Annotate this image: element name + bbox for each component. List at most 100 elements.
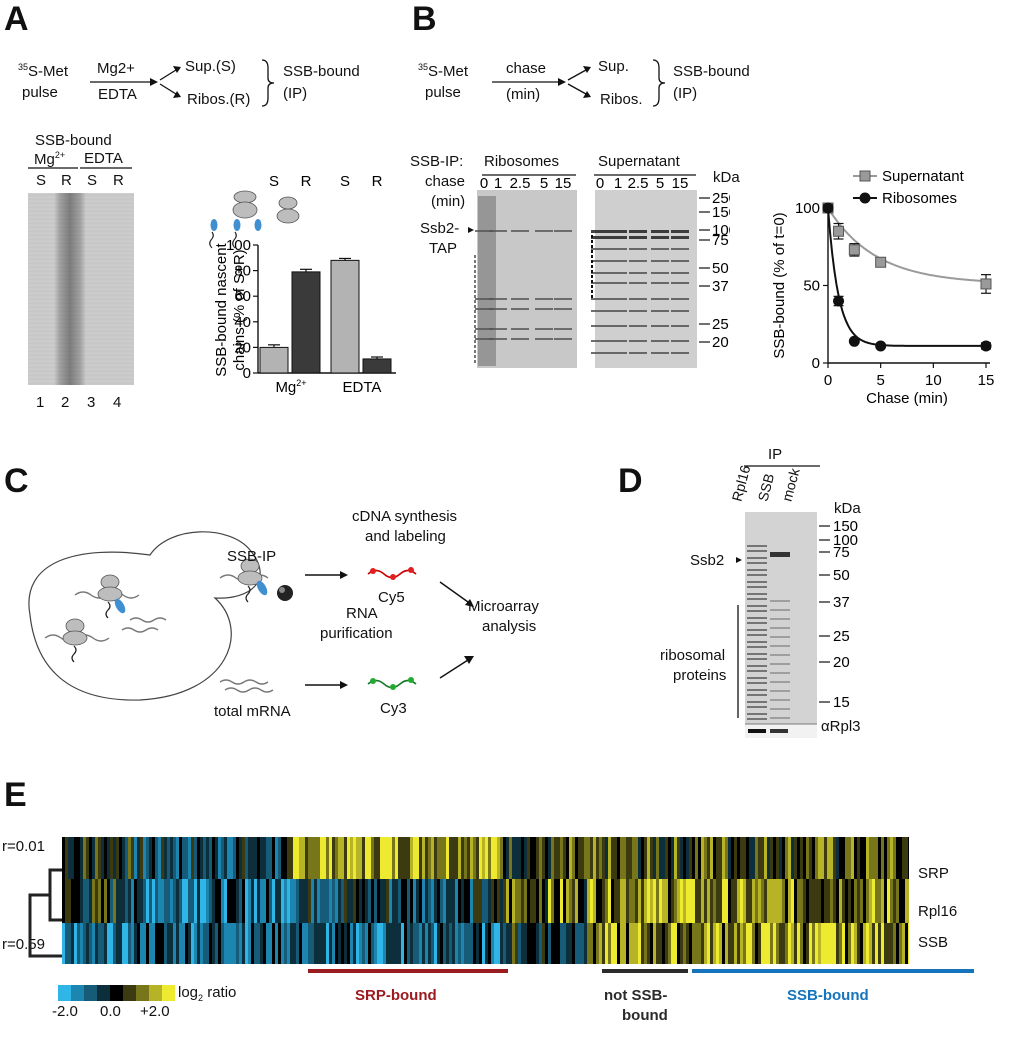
heatmap-cell xyxy=(191,923,194,964)
heatmap-cell xyxy=(527,837,530,879)
heatmap-cell xyxy=(626,879,629,923)
heatmap-cell xyxy=(572,923,575,964)
heatmap-cell xyxy=(833,923,836,964)
heatmap-cell xyxy=(839,837,842,879)
heatmap-cell xyxy=(98,923,101,964)
heatmap-cell xyxy=(842,837,845,879)
heatmap-cell xyxy=(116,837,119,879)
heatmap-cell xyxy=(251,923,254,964)
ribosomal-label-1: ribosomal xyxy=(660,647,726,664)
heatmap-cell xyxy=(311,837,314,879)
heatmap-cell xyxy=(146,923,149,964)
heatmap-cell xyxy=(464,879,467,923)
heatmap-cell xyxy=(488,837,491,879)
heatmap-cell xyxy=(746,879,749,923)
gel-d-band xyxy=(770,699,790,701)
heatmap-cell xyxy=(398,837,401,879)
heatmap-cell xyxy=(896,879,899,923)
heatmap-cell xyxy=(266,837,269,879)
heatmap-cell xyxy=(857,879,860,923)
cy5-label: Cy5 xyxy=(378,589,405,606)
heatmap-cell xyxy=(338,923,341,964)
heatmap-cell xyxy=(764,923,767,964)
heatmap-cell xyxy=(293,837,296,879)
gel-a-lines xyxy=(28,167,132,169)
heatmap-cell xyxy=(836,837,839,879)
heatmap-cell xyxy=(353,879,356,923)
heatmap-cell xyxy=(230,837,233,879)
chart-b-point-ribosomes xyxy=(848,335,860,347)
heatmap-cell xyxy=(110,837,113,879)
gel-b-mw-label: 37 xyxy=(712,278,729,295)
heatmap-cell xyxy=(674,879,677,923)
heatmap-cell xyxy=(548,923,551,964)
gel-b-band xyxy=(489,338,507,340)
heatmap-cell xyxy=(611,923,614,964)
heatmap-cell xyxy=(119,879,122,923)
heatmap-cell xyxy=(848,923,851,964)
ssb-bound-group-label: SSB-bound xyxy=(787,987,869,1004)
heatmap-cell xyxy=(458,879,461,923)
heatmap-cell xyxy=(494,837,497,879)
heatmap-cell xyxy=(284,923,287,964)
heatmap-cell xyxy=(131,879,134,923)
heatmap-cell xyxy=(452,879,455,923)
heatmap-cell xyxy=(389,923,392,964)
heatmap-cell xyxy=(440,837,443,879)
gel-b-ribo-lane-label: 2.5 xyxy=(510,175,531,192)
heatmap-cell xyxy=(698,879,701,923)
heatmap-cell xyxy=(854,879,857,923)
heatmap-cell xyxy=(845,837,848,879)
gel-a-num-3: 3 xyxy=(87,394,96,411)
heatmap-cell xyxy=(719,923,722,964)
heatmap-cell xyxy=(86,879,89,923)
heatmap-cell xyxy=(401,837,404,879)
heatmap-cell xyxy=(782,923,785,964)
heatmap-cell xyxy=(332,923,335,964)
gel-d-band xyxy=(747,706,767,708)
gel-b-band xyxy=(671,236,689,239)
color-scale xyxy=(58,985,175,1001)
gel-b-dash xyxy=(591,260,593,263)
gel-b-band xyxy=(511,298,529,300)
chart-b-legend-label: Supernatant xyxy=(882,168,965,185)
heatmap-cell xyxy=(734,879,737,923)
heatmap-cell xyxy=(656,923,659,964)
heatmap-cell xyxy=(200,879,203,923)
heatmap-cell xyxy=(293,923,296,964)
heatmap-cell xyxy=(62,923,65,964)
heatmap-cell xyxy=(656,837,659,879)
chart-a-group-mg-sup: 2+ xyxy=(296,378,306,388)
heatmap-cell xyxy=(128,837,131,879)
heatmap-cell xyxy=(614,923,617,964)
heatmap-cell xyxy=(746,837,749,879)
heatmap-cell xyxy=(863,879,866,923)
heatmap-cell xyxy=(233,923,236,964)
heatmap-cell xyxy=(416,837,419,879)
gel-d-band xyxy=(747,634,767,636)
heatmap-cell xyxy=(140,923,143,964)
heatmap-cell xyxy=(380,837,383,879)
heatmap-cell xyxy=(239,879,242,923)
gel-b-band xyxy=(591,325,609,327)
cell-diagram xyxy=(28,531,474,701)
heatmap-cell xyxy=(650,923,653,964)
gel-b-band xyxy=(511,338,529,340)
color-scale-swatch xyxy=(162,985,175,1001)
heatmap-cell xyxy=(584,923,587,964)
heatmap-cell xyxy=(809,923,812,964)
heatmap-cell xyxy=(305,923,308,964)
gel-b-band xyxy=(535,328,553,330)
gel-b-dash xyxy=(591,285,593,288)
srp-bound-label: SRP-bound xyxy=(355,987,437,1004)
gel-b-band xyxy=(475,298,493,300)
heatmap-cell xyxy=(491,923,494,964)
heatmap-cell xyxy=(341,837,344,879)
heatmap-cell xyxy=(665,837,668,879)
gel-b-dash xyxy=(474,295,476,298)
heatmap-cell xyxy=(581,879,584,923)
heatmap-cell xyxy=(68,879,71,923)
heatmap-cell xyxy=(668,879,671,923)
heatmap-cell xyxy=(128,923,131,964)
